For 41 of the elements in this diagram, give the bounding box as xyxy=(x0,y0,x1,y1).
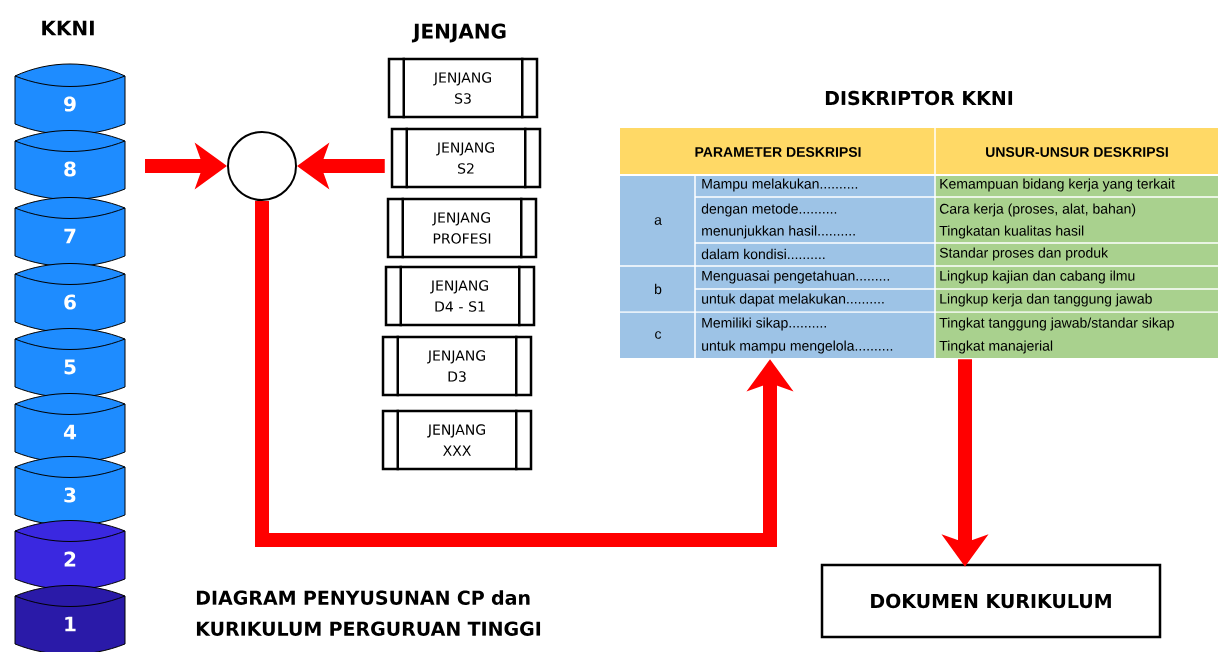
cell-text: untuk mampu mengelola.......... xyxy=(702,340,893,354)
junction-circle xyxy=(227,131,297,201)
cell-text: Mampu melakukan.......... xyxy=(702,178,858,192)
caption: DIAGRAM PENYUSUNAN CP dan KURIKULUM PERGURUAN TINGGI xyxy=(196,590,541,636)
level-box: JENJANG S3 xyxy=(387,57,539,119)
level-segment: 6 xyxy=(14,263,126,333)
level-box: JENJANG S2 xyxy=(390,127,542,189)
cell-text: Tingkatan kualitas hasil xyxy=(939,225,1084,239)
table-header: PARAMETER DESKRIPSI xyxy=(695,147,861,157)
cell-text: menunjukkan hasil.......... xyxy=(702,225,855,239)
level-box: JENJANG XXX xyxy=(381,409,533,471)
level-segment: 8 xyxy=(14,130,126,200)
level-box: JENJANG D4 - S1 xyxy=(384,265,536,327)
cell-text: Lingkup kajian dan cabang ilmu xyxy=(940,270,1135,284)
cell-text: b xyxy=(655,283,662,295)
cell-text: Tingkat tanggung jawab/standar sikap xyxy=(939,317,1174,331)
level-segment: 7 xyxy=(14,197,126,267)
level-box: JENJANG D3 xyxy=(381,335,533,397)
cell-text: Memiliki sikap.......... xyxy=(702,317,826,331)
column-heading: KKNI xyxy=(42,20,94,36)
cell-text: Lingkup kerja dan tanggung jawab xyxy=(940,293,1152,307)
document-box: DOKUMEN KURIKULUM xyxy=(820,563,1162,639)
cell-text: Kemampuan bidang kerja yang terkait xyxy=(940,178,1175,192)
level-segment: 2 xyxy=(14,520,126,590)
level-segment: 9 xyxy=(14,63,126,135)
level-segment: 1 xyxy=(14,585,126,652)
level-segment: 5 xyxy=(14,328,126,398)
cell-text: Tingkat manajerial xyxy=(939,340,1053,354)
cell-text: untuk dapat melakukan.......... xyxy=(702,293,884,307)
cell-text: dengan metode.......... xyxy=(701,203,837,217)
cell-text: dalam kondisi.......... xyxy=(701,248,825,260)
level-box: JENJANG PROFESI xyxy=(386,197,538,259)
cell-text: Menguasai pengetahuan......... xyxy=(702,270,890,284)
node-label: DISKRIPTOR KKNI xyxy=(825,90,1013,106)
cell-text: c xyxy=(655,331,662,339)
cell-text: Cara kerja (proses, alat, bahan) xyxy=(939,203,1136,217)
level-segment: 4 xyxy=(14,393,126,463)
cell-text: a xyxy=(654,217,662,225)
level-segment: 3 xyxy=(14,456,126,526)
table-header: UNSUR-UNSUR DESKRIPSI xyxy=(986,147,1168,157)
cell-text: Standar proses dan produk xyxy=(939,247,1109,261)
